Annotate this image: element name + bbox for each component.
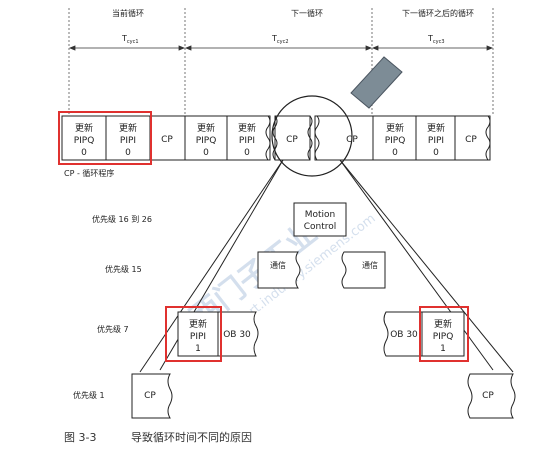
svg-text:更新: 更新 bbox=[197, 122, 215, 134]
motion-control-block bbox=[293, 202, 347, 237]
svg-text:0: 0 bbox=[244, 148, 250, 158]
comm-block-right bbox=[341, 251, 386, 289]
block-update-pipi-0: 更新 PIPI 0 bbox=[119, 122, 137, 158]
block-ob30-left: OB 30 bbox=[223, 330, 251, 340]
svg-text:0: 0 bbox=[125, 148, 131, 158]
block-update-pipi-0-b: 更新 PIPI 0 bbox=[238, 122, 256, 158]
svg-text:更新: 更新 bbox=[75, 122, 93, 134]
block-cp-3: CP bbox=[346, 135, 358, 145]
legend-cp: CP - 循环程序 bbox=[64, 168, 114, 178]
highlight-box-pipq1 bbox=[419, 306, 469, 362]
svg-text:1: 1 bbox=[440, 344, 446, 354]
svg-text:更新: 更新 bbox=[386, 122, 404, 134]
comm-label-left: 通信 bbox=[270, 260, 286, 270]
block-update-pipq-0-c: 更新 PIPQ 0 bbox=[385, 122, 406, 158]
svg-text:PIPQ: PIPQ bbox=[433, 332, 454, 342]
cycle-separators bbox=[68, 8, 494, 116]
block-update-pipq-0-b: 更新 PIPQ 0 bbox=[196, 122, 217, 158]
svg-text:PIPQ: PIPQ bbox=[196, 136, 217, 146]
svg-text:更新: 更新 bbox=[189, 318, 207, 330]
svg-text:PIPI: PIPI bbox=[190, 332, 206, 342]
svg-text:0: 0 bbox=[433, 148, 439, 158]
svg-text:更新: 更新 bbox=[427, 122, 445, 134]
block-update-pipi-0-c: 更新 PIPI 0 bbox=[427, 122, 445, 158]
priority1-left-block bbox=[131, 373, 173, 419]
block-cp-4: CP bbox=[465, 135, 477, 145]
svg-text:PIPI: PIPI bbox=[239, 136, 255, 146]
cycle-time-arrows bbox=[68, 45, 494, 51]
highlight-box-pipi1 bbox=[165, 306, 222, 362]
svg-text:PIPQ: PIPQ bbox=[385, 136, 406, 146]
priority-16-26-label: 优先级 16 到 26 bbox=[92, 214, 152, 224]
svg-text:更新: 更新 bbox=[238, 122, 256, 134]
tcyc1-label: Tcyc1 bbox=[121, 34, 139, 45]
highlight-box-top bbox=[58, 111, 152, 165]
svg-text:PIPQ: PIPQ bbox=[74, 136, 95, 146]
svg-text:PIPI: PIPI bbox=[120, 136, 136, 146]
block-cp-2: CP bbox=[286, 135, 298, 145]
motion-label-1: Motion bbox=[305, 210, 336, 220]
magnifier-handle bbox=[350, 56, 403, 109]
comm-label-right: 通信 bbox=[362, 260, 378, 270]
block-cp-p1-right: CP bbox=[482, 391, 494, 401]
magnifier-circle bbox=[271, 95, 353, 177]
timeline-row bbox=[61, 115, 491, 161]
svg-text:0: 0 bbox=[392, 148, 398, 158]
header-next-cycle: 下一循环 bbox=[291, 8, 323, 18]
priority-7-label: 优先级 7 bbox=[97, 324, 129, 334]
priority-15-label: 优先级 15 bbox=[105, 264, 142, 274]
comm-block-left bbox=[257, 251, 301, 289]
priority7-left-group bbox=[177, 311, 259, 357]
block-cp-1: CP bbox=[161, 135, 173, 145]
priority7-right-group bbox=[383, 311, 465, 357]
priority1-right-block bbox=[467, 373, 516, 419]
header-after-next-cycle: 下一循环之后的循环 bbox=[402, 8, 474, 18]
block-update-pipi-1: 更新 PIPI 1 bbox=[189, 318, 207, 354]
tcyc3-label: Tcyc3 bbox=[427, 34, 445, 45]
header-current-cycle: 当前循环 bbox=[112, 8, 144, 18]
tcyc2-label: Tcyc2 bbox=[271, 34, 289, 45]
svg-text:0: 0 bbox=[81, 148, 87, 158]
figure-number: 图 3-3 bbox=[64, 431, 96, 444]
block-update-pipq-0: 更新 PIPQ 0 bbox=[74, 122, 95, 158]
priority-1-label: 优先级 1 bbox=[73, 390, 105, 400]
svg-text:PIPI: PIPI bbox=[428, 136, 444, 146]
figure-caption: 导致循环时间不同的原因 bbox=[131, 430, 252, 444]
svg-text:0: 0 bbox=[203, 148, 209, 158]
block-cp-p1-left: CP bbox=[144, 391, 156, 401]
svg-text:更新: 更新 bbox=[119, 122, 137, 134]
svg-text:1: 1 bbox=[195, 344, 201, 354]
block-ob30-right: OB 30 bbox=[390, 330, 418, 340]
break-marks bbox=[265, 115, 491, 161]
block-update-pipq-1: 更新 PIPQ 1 bbox=[433, 318, 454, 354]
motion-label-2: Control bbox=[304, 222, 337, 232]
svg-text:更新: 更新 bbox=[434, 318, 452, 330]
